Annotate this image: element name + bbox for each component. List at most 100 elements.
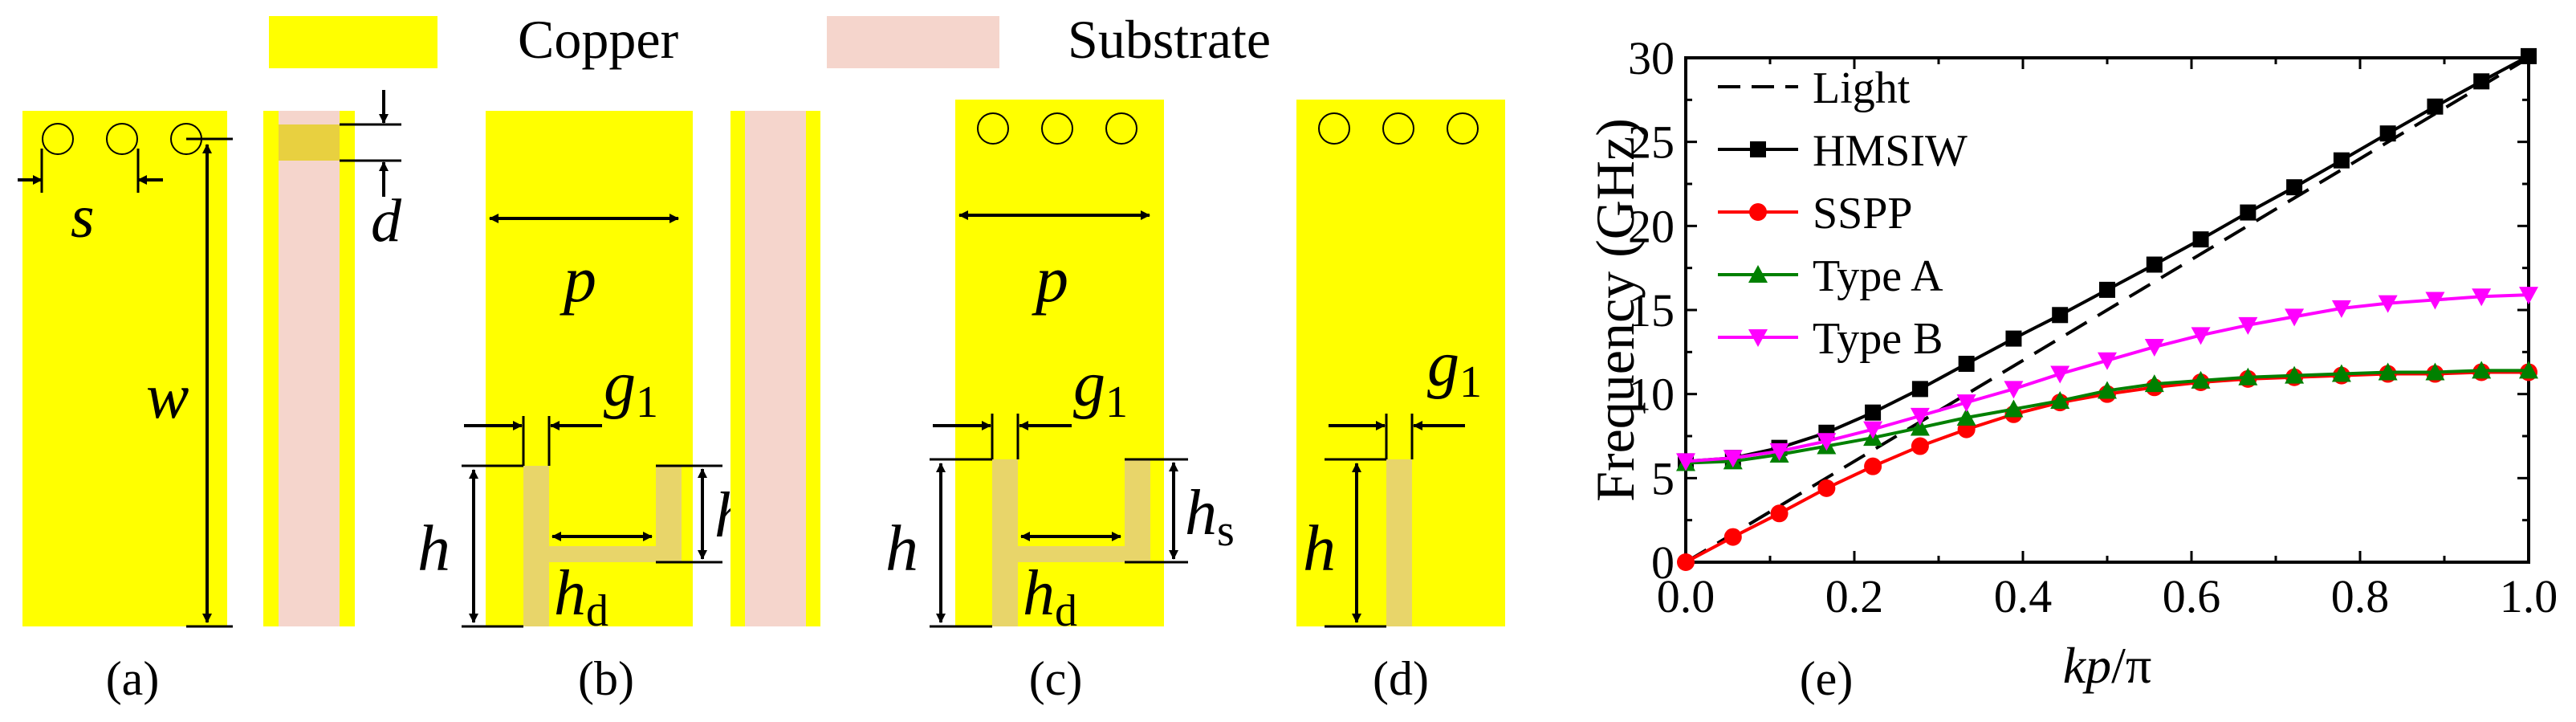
hmsiw-point bbox=[2286, 179, 2303, 196]
hmsiw-point bbox=[2052, 307, 2069, 324]
type-b-point bbox=[2331, 300, 2351, 318]
type-b-point bbox=[2378, 295, 2398, 313]
type-b-point bbox=[1676, 453, 1695, 471]
type-a-point bbox=[2378, 362, 2398, 381]
type-a-point bbox=[2331, 364, 2351, 382]
dim-label-h: h bbox=[417, 512, 450, 585]
sspp-point bbox=[1911, 437, 1929, 455]
x-tick-label: 0.6 bbox=[2163, 570, 2221, 622]
via-hole bbox=[1318, 112, 1350, 145]
y-axis-label: Frequency (GHz) bbox=[1585, 118, 1646, 502]
type-b-point bbox=[2191, 327, 2211, 345]
via-hole bbox=[1382, 112, 1414, 145]
x-tick-label: 0.2 bbox=[1825, 570, 1884, 622]
slot-left bbox=[1386, 459, 1412, 626]
copper-legend-label: Copper bbox=[518, 9, 679, 70]
hmsiw-point bbox=[1865, 404, 1882, 421]
material-legend: Copper Substrate bbox=[269, 9, 1271, 70]
dim-label-hs: hs bbox=[1185, 478, 1235, 556]
panel-label-b: (b) bbox=[578, 652, 634, 705]
type-a-point bbox=[2238, 367, 2258, 385]
substrate-swatch bbox=[827, 16, 999, 68]
dim-label-g1: g1 bbox=[604, 349, 658, 427]
type-b-point bbox=[2050, 365, 2070, 384]
type-b-point bbox=[1769, 443, 1789, 461]
legend-type-a-point bbox=[1748, 265, 1768, 283]
type-b-point bbox=[2238, 316, 2258, 335]
panel-b-top-view: p g1 h hd hs bbox=[417, 111, 764, 636]
legend-hmsiw-label: HMSIW bbox=[1813, 126, 1968, 176]
type-b-point bbox=[2098, 352, 2117, 370]
legend-type-b-label: Type B bbox=[1813, 314, 1943, 364]
panel-label-c: (c) bbox=[1029, 652, 1083, 705]
via-hole bbox=[977, 112, 1009, 145]
panel-a-side-view: d bbox=[263, 90, 402, 626]
y-tick-label: 0 bbox=[1651, 536, 1675, 589]
type-b-point bbox=[1817, 433, 1837, 451]
legend-sspp-label: SSPP bbox=[1813, 189, 1913, 239]
x-tick-label: 0.8 bbox=[2331, 570, 2390, 622]
type-b-point bbox=[2519, 287, 2538, 305]
type-b-point bbox=[2425, 292, 2445, 310]
hmsiw-point bbox=[2240, 204, 2257, 221]
sspp-point bbox=[1864, 457, 1882, 475]
type-b-point bbox=[2285, 308, 2305, 327]
via-cross-section bbox=[279, 124, 340, 161]
slot-left bbox=[992, 459, 1018, 626]
y-tick-label: 25 bbox=[1628, 116, 1675, 169]
sspp-point bbox=[1677, 553, 1695, 571]
y-tick-label: 30 bbox=[1628, 32, 1675, 84]
legend-hmsiw-point bbox=[1750, 141, 1766, 157]
type-b-point bbox=[1910, 407, 1930, 426]
y-tick-label: 10 bbox=[1628, 369, 1675, 421]
sspp-point bbox=[1723, 528, 1742, 546]
substrate-layer bbox=[745, 111, 806, 626]
sspp-point bbox=[1770, 504, 1789, 523]
dim-label-s: s bbox=[71, 183, 95, 251]
copper-plate bbox=[22, 111, 227, 626]
legend-type-b-point bbox=[1748, 329, 1768, 347]
type-a-point bbox=[2144, 374, 2164, 393]
dim-label-hd: hd bbox=[1023, 558, 1077, 636]
hmsiw-point bbox=[2192, 231, 2209, 248]
hmsiw-point bbox=[2146, 256, 2163, 273]
y-tick-label: 5 bbox=[1651, 452, 1675, 504]
type-a-point bbox=[2050, 391, 2070, 410]
light-line bbox=[1684, 56, 2530, 564]
slot-bottom bbox=[549, 546, 656, 562]
via-hole bbox=[1105, 112, 1137, 145]
type-b-point bbox=[1723, 450, 1743, 468]
dim-label-p: p bbox=[560, 243, 596, 316]
slot-right bbox=[656, 466, 682, 562]
legend-sspp-point bbox=[1749, 203, 1767, 221]
hmsiw-point bbox=[2099, 281, 2115, 298]
hmsiw-point bbox=[2333, 152, 2350, 169]
type-a-point bbox=[1956, 407, 1976, 426]
x-tick-label: 0.0 bbox=[1657, 570, 1715, 622]
substrate-layer bbox=[279, 111, 340, 626]
copper-swatch bbox=[269, 16, 437, 68]
type-b-point bbox=[1863, 421, 1883, 439]
via-hole bbox=[1447, 112, 1479, 145]
dim-label-w: w bbox=[146, 361, 189, 432]
top-copper-layer bbox=[263, 111, 279, 626]
panel-label-d: (d) bbox=[1373, 652, 1429, 705]
type-b-point bbox=[2004, 381, 2024, 399]
slot-left bbox=[523, 466, 549, 626]
panel-d-top-view: g1 h bbox=[1296, 100, 1505, 628]
series-layer bbox=[1676, 47, 2538, 571]
hmsiw-point bbox=[2427, 98, 2444, 115]
y-tick-label: 15 bbox=[1628, 284, 1675, 337]
bottom-copper-layer bbox=[340, 111, 355, 626]
dim-label-g1: g1 bbox=[1427, 329, 1482, 407]
hmsiw-point bbox=[2379, 125, 2396, 142]
type-b-point bbox=[2472, 288, 2492, 307]
panel-b-side-view bbox=[730, 111, 820, 626]
type-a-point bbox=[2191, 370, 2211, 389]
via-hole bbox=[1041, 112, 1073, 145]
type-a-point bbox=[1910, 418, 1930, 436]
